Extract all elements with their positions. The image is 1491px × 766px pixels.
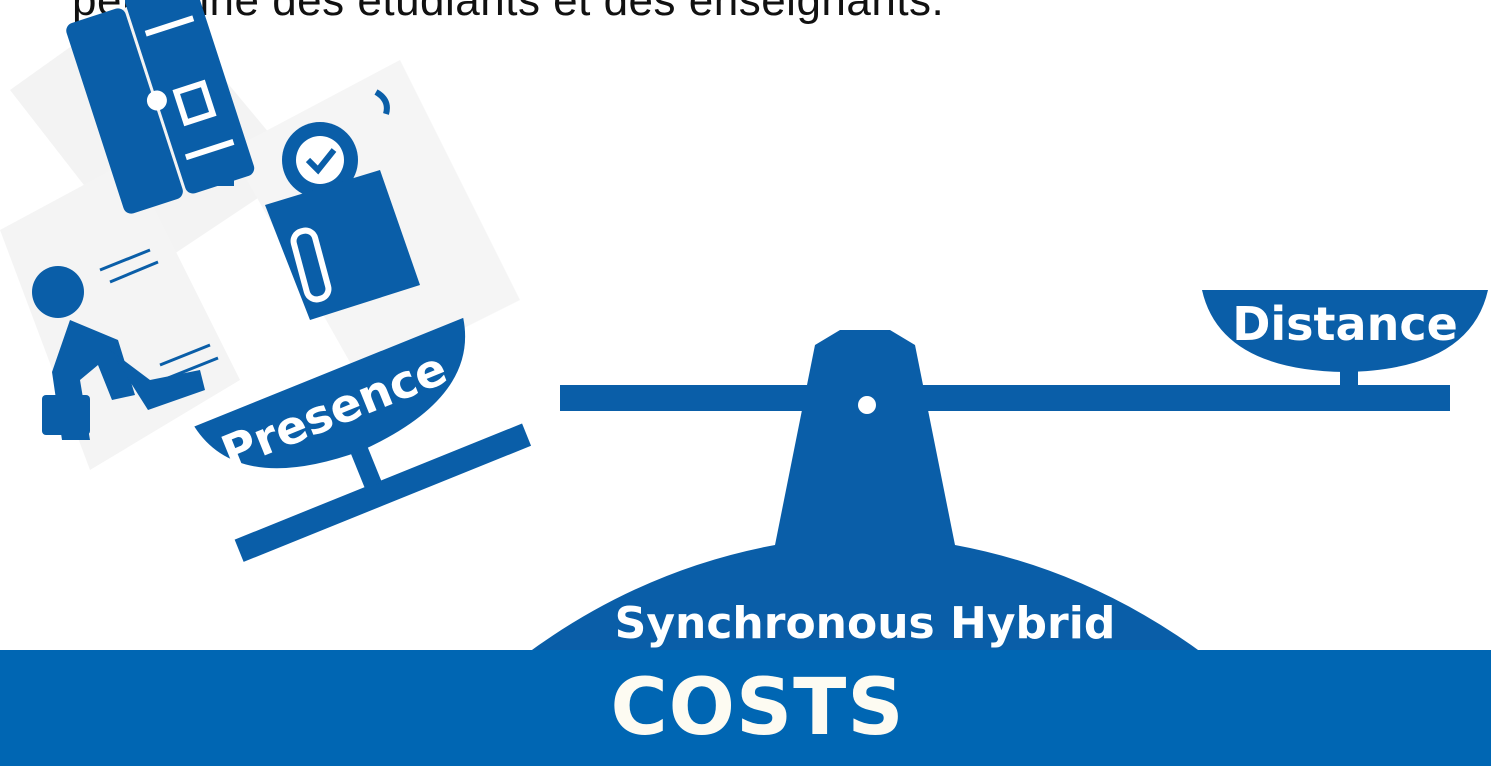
base-label: Synchronous Hybrid — [615, 598, 1116, 649]
scale-beam — [560, 385, 1450, 411]
commuter-icon — [32, 248, 219, 440]
tickets-icon — [66, 0, 255, 214]
balance-scale — [194, 290, 1488, 655]
top-caption: personne des étudiants et des enseignant… — [72, 0, 945, 25]
scale-base — [525, 330, 1205, 655]
banner-title: COSTS — [610, 663, 905, 753]
pivot-pin — [858, 396, 876, 414]
right-pan — [1202, 290, 1488, 372]
left-pan — [194, 317, 532, 562]
right-pan-label: Distance — [1232, 297, 1458, 351]
costs-banner: COSTS — [0, 650, 1491, 766]
time-icon — [214, 89, 420, 320]
